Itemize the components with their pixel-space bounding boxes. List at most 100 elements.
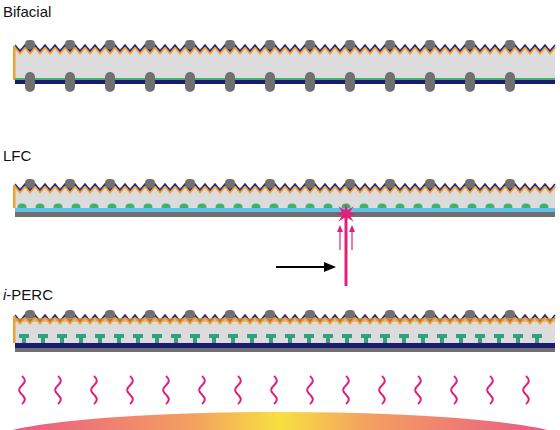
- rear-contact: [305, 72, 315, 92]
- rear-contact: [105, 72, 115, 92]
- front-finger: [345, 310, 355, 319]
- local-contact: [402, 337, 406, 344]
- laser-beam: [345, 218, 348, 286]
- wafer: [15, 318, 555, 343]
- local-contact: [269, 337, 273, 344]
- local-contact: [136, 337, 140, 344]
- heat-wave: [379, 376, 385, 404]
- rear-contact: [65, 72, 75, 92]
- local-contact: [117, 337, 121, 344]
- local-contact: [22, 337, 26, 344]
- heat-wave: [307, 376, 313, 404]
- heat-wave: [163, 376, 169, 404]
- front-finger: [345, 179, 355, 188]
- section-title: LFC: [3, 148, 31, 165]
- front-finger: [105, 179, 115, 188]
- front-finger: [225, 179, 235, 188]
- local-contact: [98, 337, 102, 344]
- front-finger: [225, 310, 235, 319]
- heater: [0, 412, 560, 430]
- rear-metal: [15, 212, 555, 217]
- section-title: i-PERC: [3, 287, 53, 304]
- section-title: Bifacial: [3, 4, 51, 21]
- rear-metal: [15, 348, 555, 352]
- front-finger: [145, 179, 155, 188]
- front-finger: [385, 179, 395, 188]
- front-finger: [425, 179, 435, 188]
- front-finger: [65, 179, 75, 188]
- front-finger: [25, 40, 35, 49]
- rear-contact: [25, 72, 35, 92]
- heat-wave: [487, 376, 493, 404]
- front-finger: [305, 310, 315, 319]
- front-finger: [185, 40, 195, 49]
- rear-passivation: [15, 208, 555, 212]
- rear-contact: [425, 72, 435, 92]
- emitter: [15, 317, 555, 323]
- local-contact: [497, 337, 501, 344]
- heat-wave: [235, 376, 241, 404]
- laser-ray-head: [349, 225, 355, 232]
- front-finger: [225, 40, 235, 49]
- front-finger: [265, 179, 275, 188]
- front-finger: [425, 310, 435, 319]
- rear-contact: [185, 72, 195, 92]
- heat-wave: [19, 376, 25, 404]
- edge: [13, 46, 16, 80]
- local-contact: [41, 337, 45, 344]
- pointer-arrow-head: [324, 262, 336, 272]
- front-finger: [465, 310, 475, 319]
- emitter-band: [15, 318, 555, 322]
- emitter: [15, 47, 555, 53]
- front-finger: [505, 310, 515, 319]
- local-contact: [155, 337, 159, 344]
- laser-spot: [335, 203, 357, 225]
- front-finger: [505, 40, 515, 49]
- heat-wave: [55, 376, 61, 404]
- rear-contact: [225, 72, 235, 92]
- local-contact: [231, 337, 235, 344]
- local-contact: [459, 337, 463, 344]
- rear-contact: [145, 72, 155, 92]
- front-finger: [25, 179, 35, 188]
- front-finger: [345, 40, 355, 49]
- rear-contact: [345, 72, 355, 92]
- front-finger: [385, 310, 395, 319]
- front-finger: [305, 40, 315, 49]
- front-finger: [425, 40, 435, 49]
- rear-contact: [465, 72, 475, 92]
- heat-wave: [91, 376, 97, 404]
- local-contact: [326, 337, 330, 344]
- edge: [13, 185, 16, 208]
- heat-wave: [451, 376, 457, 404]
- front-finger: [265, 40, 275, 49]
- front-finger: [265, 310, 275, 319]
- laser-ray-head: [337, 225, 343, 232]
- local-contact: [79, 337, 83, 344]
- rear-contact: [265, 72, 275, 92]
- local-contact: [193, 337, 197, 344]
- local-contact: [478, 337, 482, 344]
- local-contact: [212, 337, 216, 344]
- heat-wave: [199, 376, 205, 404]
- front-finger: [65, 310, 75, 319]
- local-contact: [307, 337, 311, 344]
- front-finger: [105, 310, 115, 319]
- rear-contact: [385, 72, 395, 92]
- local-contact: [364, 337, 368, 344]
- pointer-arrow: [276, 266, 326, 268]
- front-finger: [145, 310, 155, 319]
- front-finger: [305, 179, 315, 188]
- front-finger: [25, 310, 35, 319]
- emitter: [15, 186, 555, 192]
- rear-passivation: [15, 343, 555, 348]
- heat-wave: [415, 376, 421, 404]
- front-finger: [145, 40, 155, 49]
- local-contact: [516, 337, 520, 344]
- front-finger: [65, 40, 75, 49]
- heat-wave: [343, 376, 349, 404]
- heat-wave: [127, 376, 133, 404]
- bifacial-cell: [13, 40, 555, 92]
